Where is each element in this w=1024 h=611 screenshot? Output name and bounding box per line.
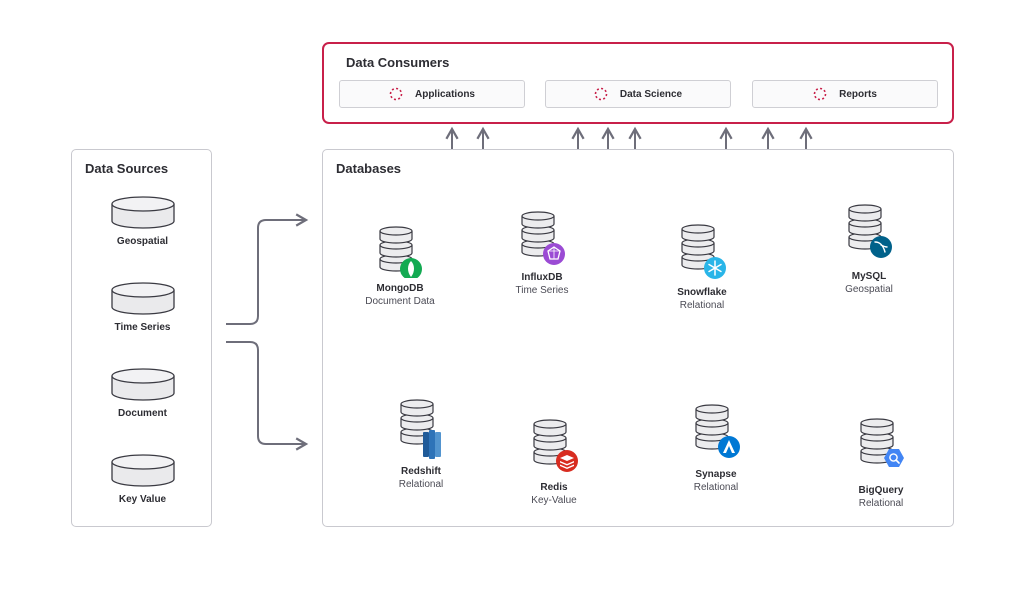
source-label: Key Value: [118, 494, 167, 505]
data-consumers-panel: Data Consumers Applications Data Science…: [322, 42, 954, 124]
redis-icon: [556, 450, 578, 472]
database-stack-icon: [860, 418, 904, 467]
database-stack-icon: [681, 224, 726, 279]
mongodb-icon: [400, 258, 422, 280]
sources-to-databases-lower-connector: [226, 341, 309, 451]
database-redshift[interactable]: Redshift Relational: [361, 399, 481, 490]
data-sources-panel: Data Sources Geospatial Time Series Docu…: [71, 149, 212, 527]
database-stack-icon: [400, 399, 441, 459]
database-type: Time Series: [515, 285, 569, 296]
source-time-series[interactable]: Time Series: [72, 282, 213, 333]
database-name: MySQL: [851, 271, 887, 282]
database-stack-icon: [379, 226, 422, 280]
redshift-icon: [423, 430, 441, 459]
database-stack-icon: [521, 211, 565, 265]
influxdb-icon: [543, 243, 565, 265]
data-science-button[interactable]: Data Science: [545, 80, 731, 108]
database-mongodb[interactable]: MongoDB Document Data: [340, 226, 460, 307]
loading-spinner-icon: [813, 87, 827, 101]
snowflake-icon: [704, 257, 726, 279]
data-consumers-title: Data Consumers: [346, 55, 450, 70]
database-stack-icon: [695, 404, 740, 458]
database-name: Snowflake: [677, 287, 727, 298]
source-label: Geospatial: [116, 236, 169, 247]
database-bigquery[interactable]: BigQuery Relational: [821, 418, 941, 509]
source-label: Document: [118, 408, 167, 419]
database-name: MongoDB: [376, 283, 424, 294]
database-type: Relational: [398, 479, 444, 490]
database-influxdb[interactable]: InfluxDB Time Series: [482, 211, 602, 296]
mysql-icon: [870, 236, 892, 258]
loading-spinner-icon: [594, 87, 608, 101]
data-sources-title: Data Sources: [85, 161, 169, 176]
database-name: InfluxDB: [521, 272, 563, 283]
sources-to-databases-upper-connector: [226, 213, 309, 325]
bigquery-icon: [884, 449, 904, 467]
disk-icon: [110, 454, 175, 487]
databases-title: Databases: [336, 161, 402, 176]
database-name: Redis: [540, 482, 568, 493]
data-science-label: Data Science: [619, 88, 683, 100]
applications-button[interactable]: Applications: [339, 80, 525, 108]
applications-label: Applications: [414, 88, 475, 100]
disk-icon: [110, 282, 175, 315]
synapse-icon: [718, 436, 740, 458]
database-type: Geospatial: [845, 284, 893, 295]
disk-icon: [110, 368, 175, 401]
database-synapse[interactable]: Synapse Relational: [656, 404, 776, 493]
reports-button[interactable]: Reports: [752, 80, 938, 108]
database-name: Redshift: [401, 466, 441, 477]
database-name: BigQuery: [858, 485, 904, 496]
source-label: Time Series: [114, 322, 171, 333]
database-mysql[interactable]: MySQL Geospatial: [809, 204, 929, 295]
loading-spinner-icon: [389, 87, 403, 101]
database-type: Document Data: [365, 296, 435, 307]
database-name: Synapse: [695, 469, 737, 480]
database-type: Relational: [693, 482, 739, 493]
database-type: Relational: [679, 300, 725, 311]
source-geospatial[interactable]: Geospatial: [72, 196, 213, 247]
database-stack-icon: [533, 419, 578, 472]
database-type: Key-Value: [531, 495, 577, 506]
reports-label: Reports: [839, 88, 877, 100]
source-document[interactable]: Document: [72, 368, 213, 419]
database-stack-icon: [848, 204, 892, 258]
disk-icon: [110, 196, 175, 229]
database-redis[interactable]: Redis Key-Value: [494, 419, 614, 506]
database-snowflake[interactable]: Snowflake Relational: [642, 224, 762, 311]
source-key-value[interactable]: Key Value: [72, 454, 213, 505]
database-type: Relational: [858, 498, 904, 509]
